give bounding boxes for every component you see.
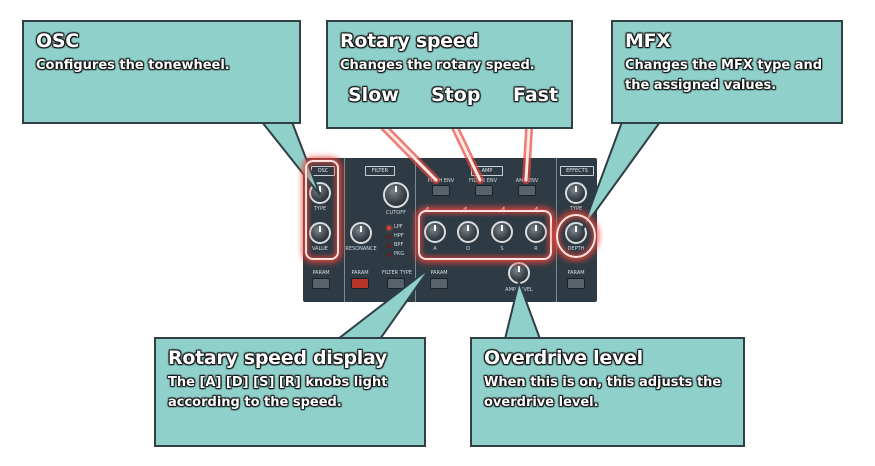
release-label: R [534, 246, 538, 252]
osc-value-knob[interactable] [309, 222, 331, 244]
osc-param-button[interactable] [312, 278, 330, 289]
decay-label: D [466, 246, 470, 252]
depth-highlight [556, 214, 596, 258]
osc-callout-desc: Configures the tonewheel. [36, 58, 230, 73]
stop-label: Stop [431, 84, 481, 106]
release-knob[interactable] [525, 221, 547, 243]
hpf-label: HPF [394, 233, 404, 239]
osc-param-label: PARAM [312, 270, 330, 276]
filter-type-button[interactable] [387, 278, 405, 289]
attack-envelope-icon: ⩘ [423, 204, 429, 215]
adsr-highlight [418, 210, 552, 260]
effects-section-label: EFFECTS [560, 166, 594, 176]
overdrive-callout-title: Overdrive level [484, 347, 643, 369]
decay-envelope-icon: ⩘ [461, 204, 467, 215]
overdrive-callout-desc: When this is on, this adjusts the overdr… [484, 375, 722, 410]
slow-label: Slow [348, 84, 399, 106]
filter-param-label: PARAM [351, 270, 369, 276]
osc-value-label: VALUE [312, 246, 328, 252]
rotary-callout-title: Rotary speed [340, 30, 479, 52]
sustain-knob[interactable] [491, 221, 513, 243]
fast-label: Fast [513, 84, 559, 106]
mfx-pointer [581, 121, 662, 231]
filter-type-label: FILTER TYPE [381, 270, 412, 276]
sustain-label: S [500, 246, 504, 252]
env-param-label: PARAM [430, 270, 448, 276]
pitch-env-button[interactable] [432, 185, 450, 196]
decay-knob[interactable] [457, 221, 479, 243]
release-envelope-icon: ⩘ [532, 204, 538, 215]
cutoff-label: CUTOFF [386, 210, 406, 216]
display-callout-title: Rotary speed display [168, 347, 388, 369]
osc-callout: OSC Configures the tonewheel. [22, 20, 301, 124]
mfx-callout-title: MFX [625, 30, 671, 52]
sustain-envelope-icon: ⩘ [499, 204, 505, 215]
pkg-led [387, 253, 391, 257]
hpf-led [387, 235, 391, 239]
mfx-callout-desc: Changes the MFX type and the assigned va… [625, 58, 823, 93]
display-callout-desc: The [A] [D] [S] [R] knobs light accordin… [168, 375, 388, 410]
filter-section-label: FILTER [365, 166, 395, 176]
resonance-label: RESONANCE [345, 246, 377, 252]
amp-env-button[interactable] [518, 185, 536, 196]
resonance-knob[interactable] [350, 222, 372, 244]
bpf-label: BPF [394, 242, 404, 248]
display-pointer [335, 267, 431, 340]
mfx-type-label: TYPE [569, 206, 583, 212]
effects-param-label: PARAM [567, 270, 585, 276]
overdrive-level-callout: Overdrive level When this is on, this ad… [470, 337, 745, 447]
filter-env-button[interactable] [475, 185, 493, 196]
pitch-env-label: PITCH ENV [427, 178, 455, 184]
rotary-speed-callout: Rotary speed Changes the rotary speed. [326, 20, 573, 129]
lpf-label: LPF [394, 224, 403, 230]
mfx-type-knob[interactable] [565, 182, 587, 204]
pkg-label: PKG [394, 251, 405, 257]
panel-divider [344, 158, 345, 302]
lpf-led [387, 226, 391, 230]
overdrive-pointer [503, 278, 542, 340]
effects-param-button[interactable] [567, 278, 585, 289]
attack-knob[interactable] [424, 221, 446, 243]
attack-label: A [433, 246, 437, 252]
panel-divider [415, 158, 416, 302]
osc-callout-title: OSC [36, 30, 79, 52]
bpf-led [387, 244, 391, 248]
osc-type-label: TYPE [313, 206, 327, 212]
rotary-speed-display-callout: Rotary speed display The [A] [D] [S] [R]… [154, 337, 426, 447]
rotary-callout-desc: Changes the rotary speed. [340, 58, 535, 73]
env-param-button[interactable] [430, 278, 448, 289]
cutoff-knob[interactable] [383, 182, 409, 208]
mfx-callout: MFX Changes the MFX type and the assigne… [611, 20, 843, 124]
osc-highlight [305, 160, 339, 260]
filter-param-button[interactable] [351, 278, 369, 289]
